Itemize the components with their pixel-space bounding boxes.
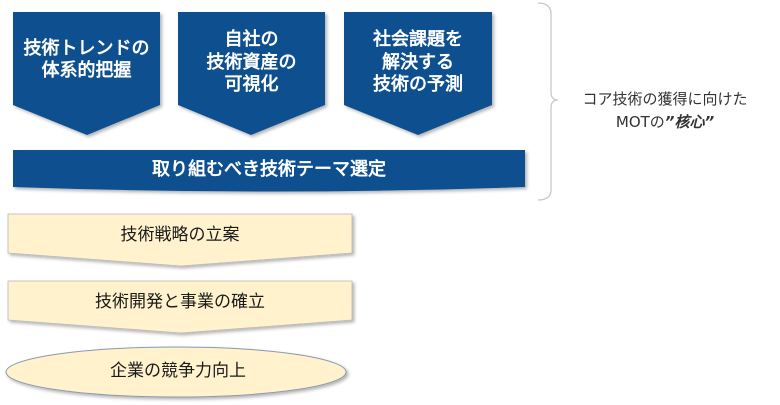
side-note-line1: コア技術の獲得に向けた <box>582 90 748 108</box>
label-line: 社会課題を <box>373 29 463 51</box>
label-line: 自社の <box>224 29 279 51</box>
step-1: 技術戦略の立案 <box>120 225 240 246</box>
chevron-forecast <box>344 12 492 135</box>
step-shape-1 <box>7 213 353 267</box>
label-line: 技術資産の <box>206 51 297 73</box>
label-line: 技術の予測 <box>373 74 463 96</box>
side-note: コア技術の獲得に向けた MOTの”核心” <box>560 88 770 133</box>
chevron-trend <box>13 12 160 135</box>
chevron-assets <box>178 12 325 135</box>
theme-bar-shape <box>13 150 525 192</box>
label-line: 可視化 <box>224 74 279 96</box>
label-line: 体系的把握 <box>41 60 132 81</box>
label-line: 解決する <box>382 51 454 73</box>
theme-bar: 取り組むべき技術テーマ選定 <box>152 158 386 180</box>
top-box-1: 技術トレンドの体系的把握 <box>13 20 160 100</box>
brace <box>537 2 559 201</box>
step-shape-2 <box>7 280 353 334</box>
step-2: 技術開発と事業の確立 <box>95 292 265 313</box>
side-note-prefix: MOTの <box>615 112 665 131</box>
top-box-3: 社会課題を解決する技術の予測 <box>344 18 492 108</box>
top-box-2: 自社の技術資産の可視化 <box>178 18 325 108</box>
side-note-line2: MOTの”核心” <box>560 111 770 134</box>
goal-ellipse <box>5 346 347 398</box>
side-note-emphasis: ”核心” <box>664 112 715 131</box>
label-line: 技術トレンドの <box>23 37 150 59</box>
goal: 企業の競争力向上 <box>110 361 246 382</box>
